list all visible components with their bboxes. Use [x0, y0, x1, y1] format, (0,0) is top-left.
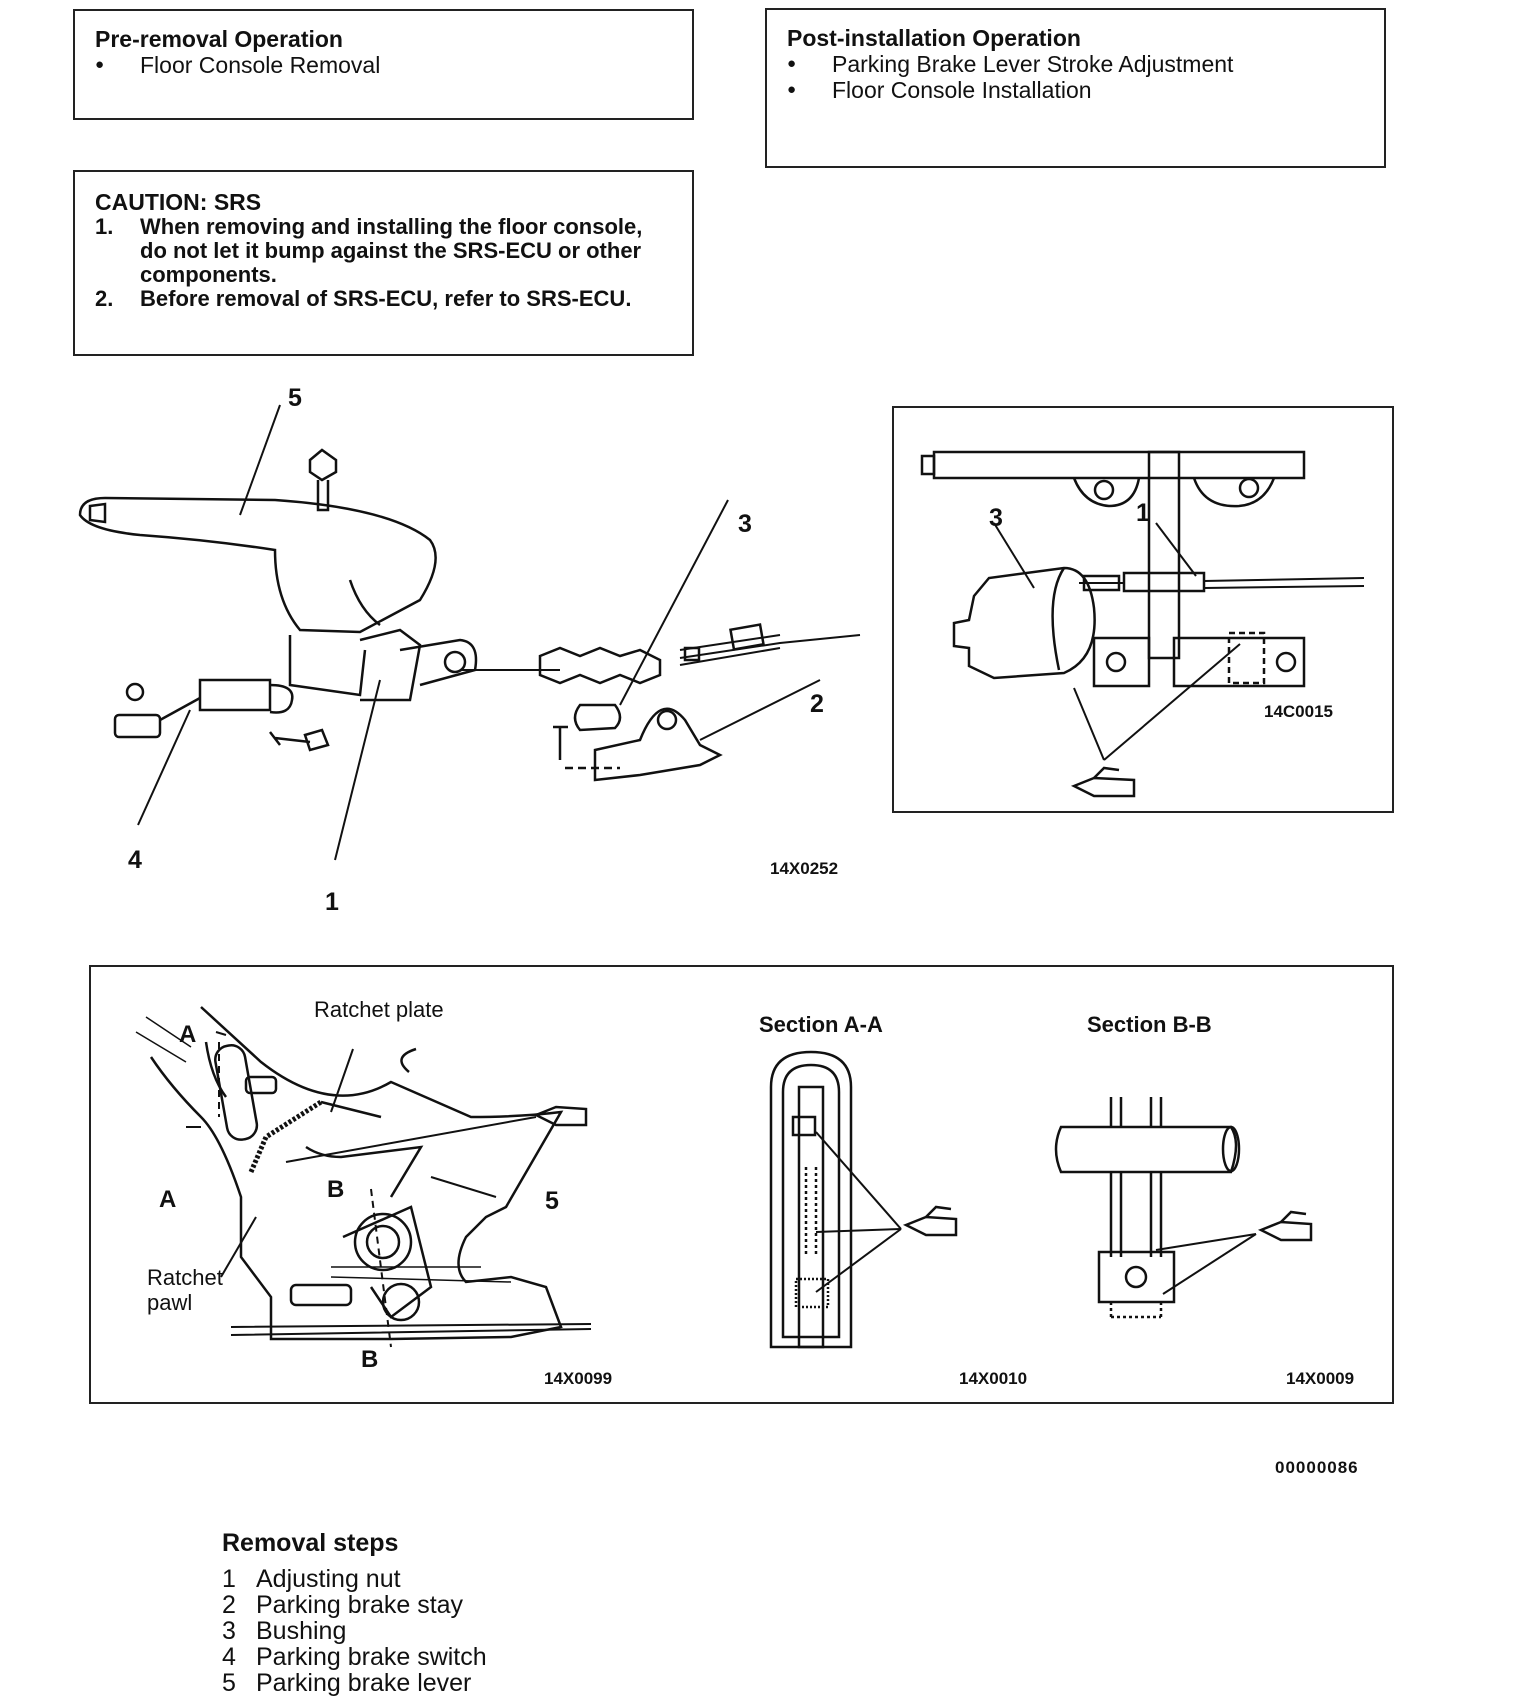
bolt-drawing [308, 448, 338, 482]
caution-item-text: Before removal of SRS-ECU, refer to SRS-… [140, 286, 632, 311]
removal-step: 1 Adjusting nut [222, 1566, 487, 1592]
post-installation-list: Parking Brake Lever Stroke Adjustment Fl… [787, 51, 1364, 103]
post-installation-title: Post-installation Operation [787, 25, 1081, 51]
caution-box: CAUTION: SRS 1. When removing and install… [73, 170, 694, 356]
brake-cable-drawing [538, 646, 662, 685]
detail-callout-3: 3 [989, 504, 1003, 532]
section-bb-figure-code: 14X0009 [1286, 1369, 1354, 1388]
removal-step-number: 1 [222, 1565, 236, 1593]
removal-steps-title: Removal steps [222, 1529, 399, 1557]
removal-step-number: 2 [222, 1591, 236, 1619]
callout-3: 3 [738, 510, 752, 538]
detail-callout-1: 1 [1136, 499, 1150, 527]
lever-shaft-drawing [932, 450, 1306, 480]
page-code: 00000086 [1275, 1458, 1359, 1477]
detail-box: 3 1 14C0015 [892, 406, 1394, 813]
ratchet-lever-drawing [135, 1006, 592, 1341]
removal-step: 3 Bushing [222, 1618, 487, 1644]
section-aa-figure-code: 14X0010 [959, 1369, 1027, 1388]
section-aa-drawing [769, 1050, 958, 1349]
caution-list: 1. When removing and installing the floor… [95, 215, 672, 311]
removal-step-label: Parking brake switch [256, 1643, 487, 1671]
ratchet-pawl-label-line1: Ratchet [147, 1265, 223, 1290]
grease-gun-icon [1070, 776, 1136, 798]
removal-step: 2 Parking brake stay [222, 1592, 487, 1618]
post-installation-item: Parking Brake Lever Stroke Adjustment [787, 51, 1364, 77]
parking-brake-lever-drawing [78, 496, 437, 634]
lower-callout-5: 5 [545, 1187, 559, 1215]
bushing-detail-drawing [952, 566, 1096, 680]
section-marker-b-top: B [327, 1176, 344, 1203]
pre-removal-title: Pre-removal Operation [95, 26, 343, 52]
callout-4: 4 [128, 846, 142, 874]
pre-removal-list: Floor Console Removal [95, 52, 672, 78]
caution-item-text: When removing and installing the floor c… [140, 214, 643, 287]
removal-step-label: Parking brake stay [256, 1591, 464, 1619]
figure-code: 14X0252 [770, 859, 838, 878]
detail-diagram: 3 1 14C0015 [920, 450, 1365, 798]
lower-panel-diagrams: Ratchet plate Ratchet pawl A A B B 5 14X… [135, 997, 1354, 1388]
caution-item-number: 1. [95, 214, 114, 239]
section-bb-drawing [1054, 1097, 1313, 1319]
removal-step-label: Bushing [256, 1617, 347, 1645]
caution-item-number: 2. [95, 286, 114, 311]
removal-step-label: Adjusting nut [256, 1565, 401, 1593]
section-marker-b-bottom: B [361, 1346, 378, 1373]
callout-5: 5 [288, 384, 302, 412]
detail-figure-code: 14C0015 [1264, 702, 1333, 721]
section-aa-title: Section A-A [759, 1012, 883, 1037]
post-installation-box: Post-installation Operation Parking Brak… [765, 8, 1386, 168]
callout-1: 1 [325, 888, 339, 916]
callout-2: 2 [810, 690, 824, 718]
main-exploded-diagram: 5 3 2 4 1 14X0252 [78, 384, 861, 916]
lower-panel: Ratchet plate Ratchet pawl A A B B 5 14X… [89, 965, 1394, 1404]
removal-step: 4 Parking brake switch [222, 1644, 487, 1670]
removal-steps-list: 1 Adjusting nut 2 Parking brake stay 3 Bush… [222, 1566, 487, 1696]
pre-removal-box: Pre-removal Operation Floor Console Remo… [73, 9, 694, 120]
removal-step-number: 3 [222, 1617, 236, 1645]
pre-removal-item: Floor Console Removal [95, 52, 672, 78]
removal-step-number: 5 [222, 1669, 236, 1697]
section-marker-a-bottom: A [159, 1186, 176, 1213]
caution-item: 2. Before removal of SRS-ECU, refer to SR… [95, 287, 672, 311]
section-bb-title: Section B-B [1087, 1012, 1212, 1037]
parking-brake-stay-drawing [593, 707, 723, 782]
post-installation-item: Floor Console Installation [787, 77, 1364, 103]
removal-step: 5 Parking brake lever [222, 1670, 487, 1696]
bushing-drawing [573, 703, 622, 732]
section-marker-a-top: A [179, 1021, 196, 1048]
caution-title: CAUTION: SRS [95, 189, 262, 215]
parking-brake-switch-drawing [198, 678, 272, 712]
ratchet-pawl-label-line2: pawl [147, 1290, 192, 1315]
lower-left-figure-code: 14X0099 [544, 1369, 612, 1388]
ratchet-plate-label: Ratchet plate [314, 997, 444, 1022]
caution-item: 1. When removing and installing the floor… [95, 215, 672, 287]
removal-step-label: Parking brake lever [256, 1669, 472, 1697]
removal-step-number: 4 [222, 1643, 236, 1671]
